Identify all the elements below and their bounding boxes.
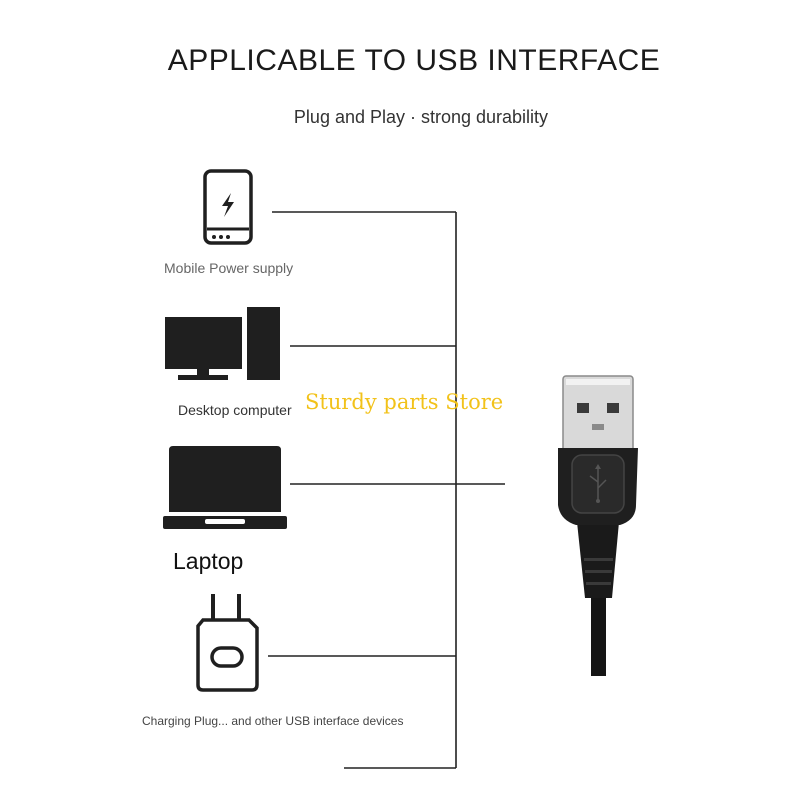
desktop-computer-icon <box>165 307 280 380</box>
power-bank-icon <box>203 169 253 245</box>
page-title: APPLICABLE TO USB INTERFACE <box>167 44 661 77</box>
page-subtitle: Plug and Play · strong durability <box>293 107 549 127</box>
device-label-charging-plug: Charging Plug... and other USB interface… <box>142 714 404 728</box>
store-watermark: Sturdy parts Store <box>305 390 504 414</box>
device-label-laptop: Laptop <box>173 548 244 574</box>
laptop-icon <box>163 446 287 529</box>
connector-lines <box>268 211 505 769</box>
device-label-power-supply: Mobile Power supply <box>164 260 294 276</box>
device-label-desktop: Desktop computer <box>178 402 292 418</box>
charging-plug-icon <box>196 594 259 692</box>
usb-cable-icon <box>558 375 638 676</box>
